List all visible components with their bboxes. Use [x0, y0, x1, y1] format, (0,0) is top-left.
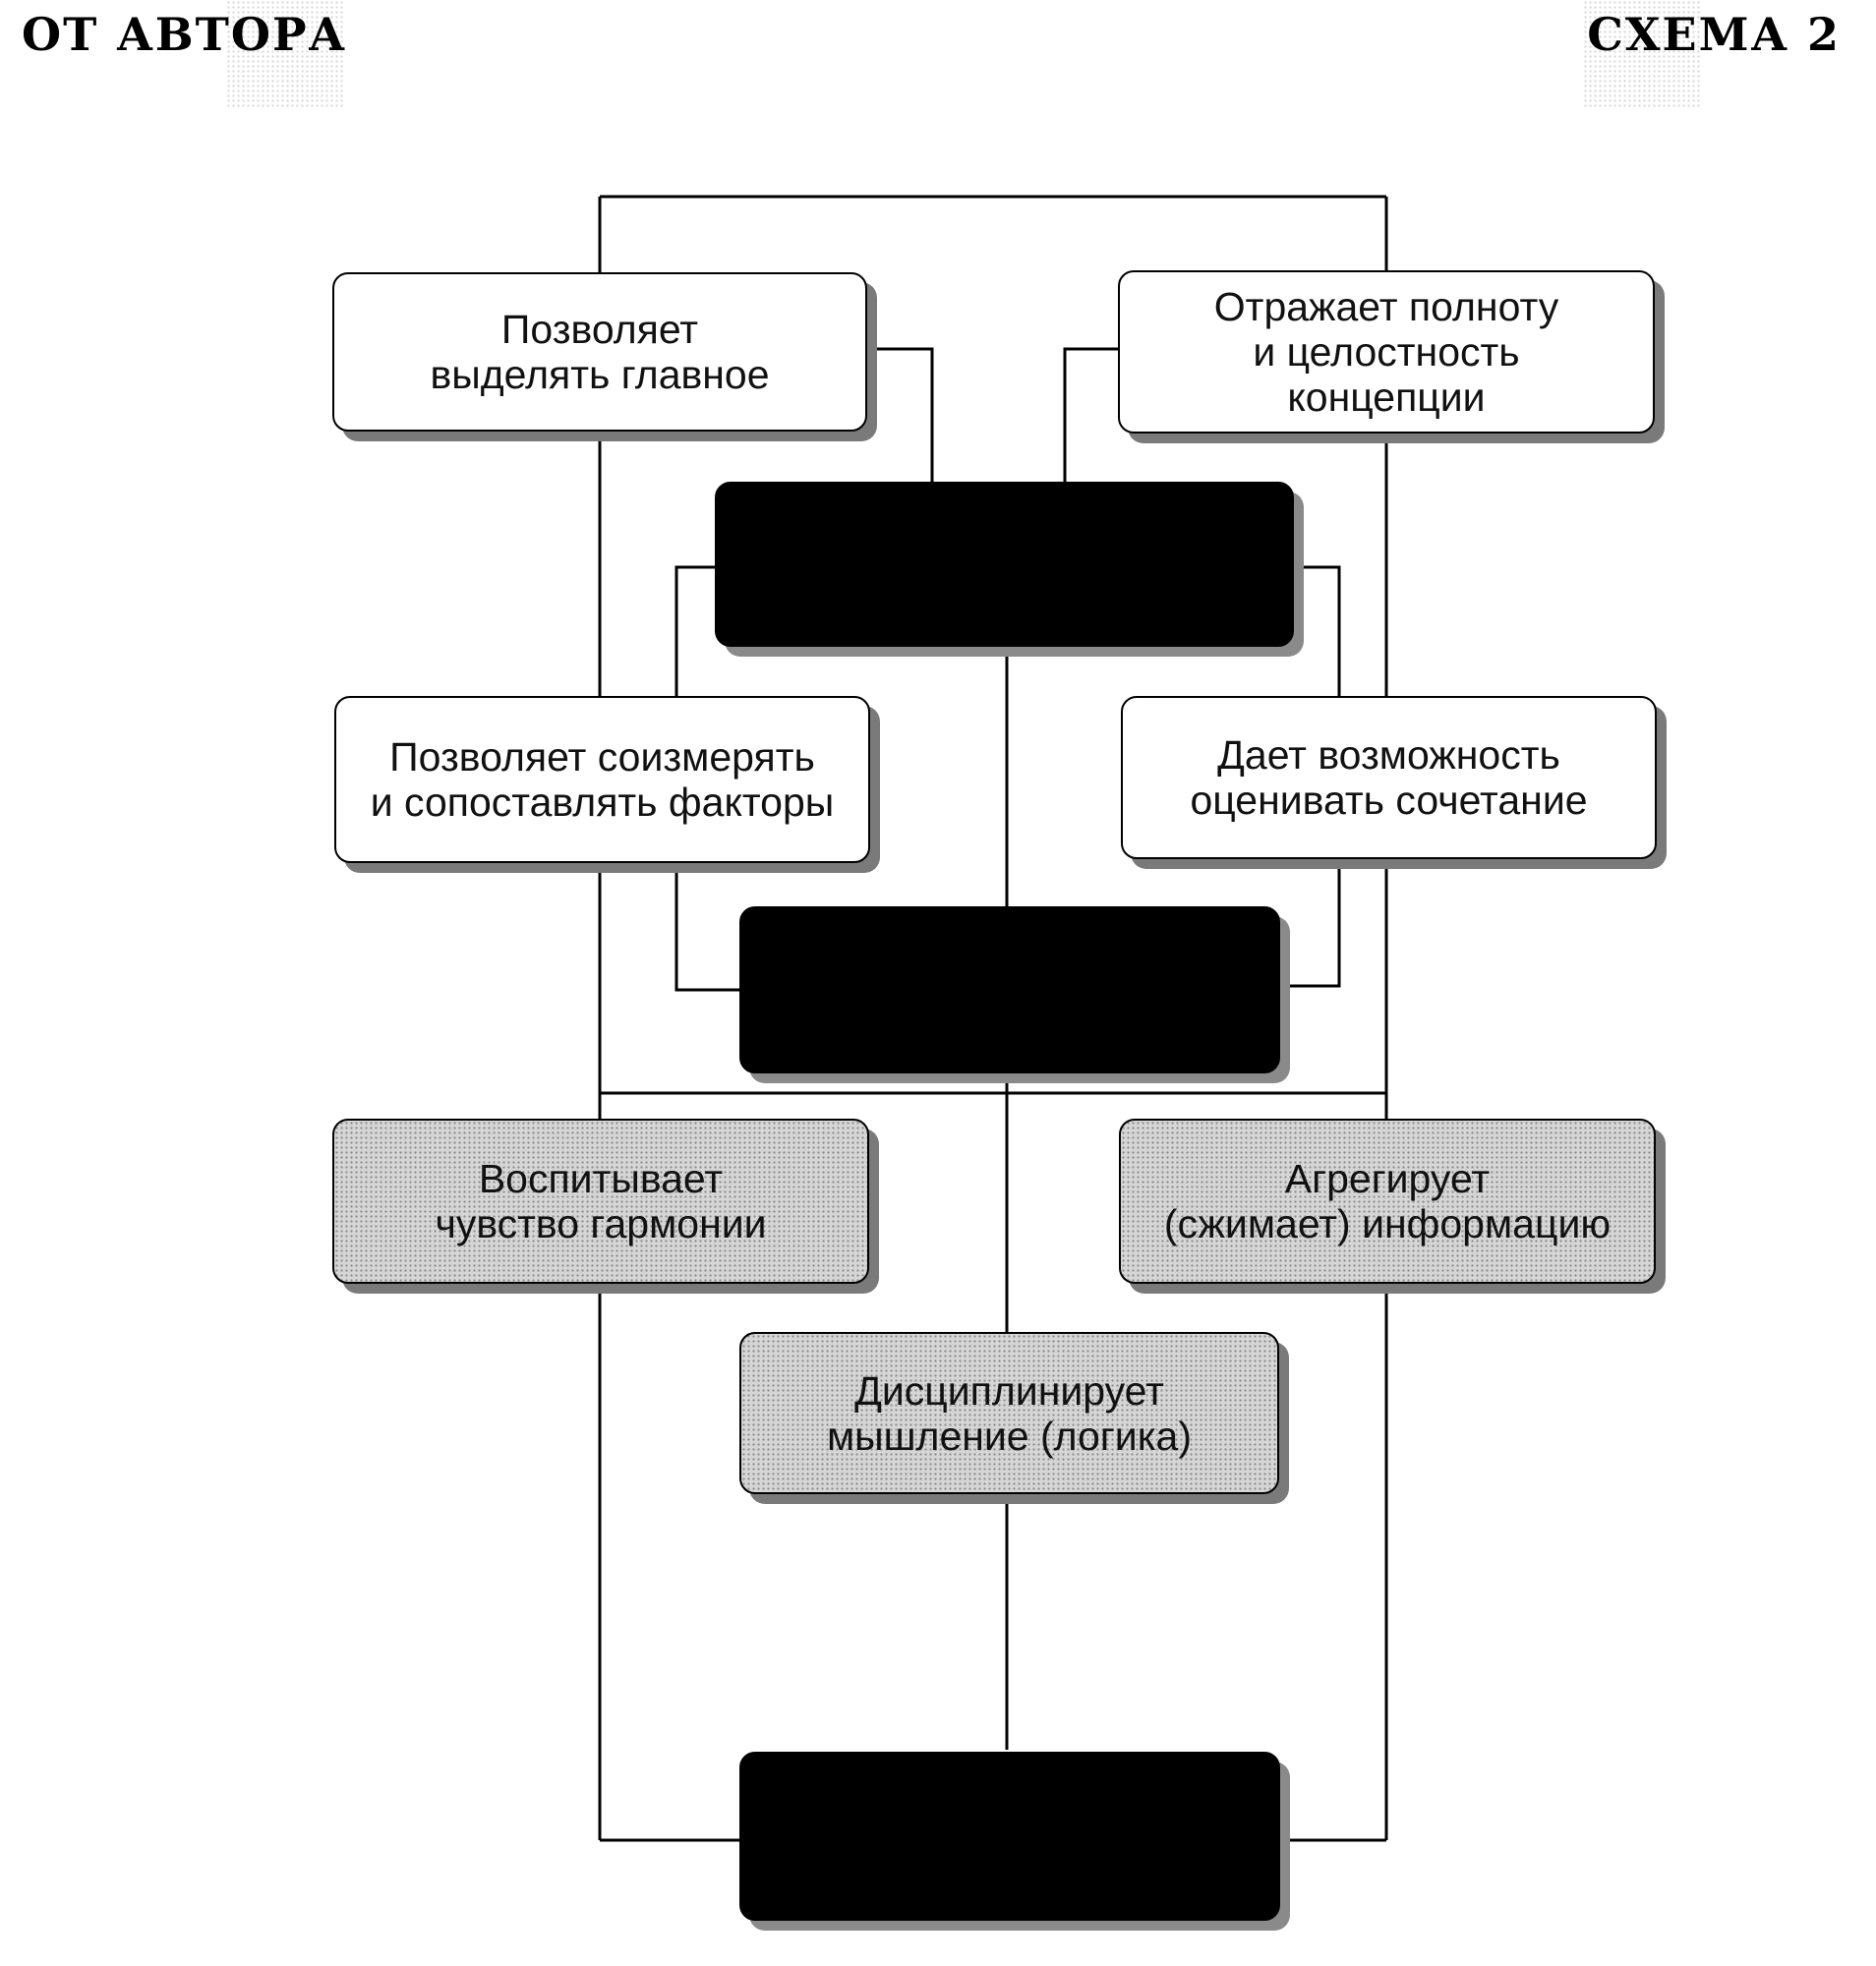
- scan-smudge: [226, 0, 344, 108]
- box-completeness: Отражает полноту и целостность концепции: [1118, 270, 1655, 434]
- box-text: Позволяет выделять главное: [430, 307, 769, 397]
- box-evaluate-combination: Дает возможность оценивать сочетание: [1121, 696, 1657, 859]
- header-right: СХЕМА 2: [1587, 8, 1841, 61]
- connector-line: [674, 863, 739, 992]
- box-line: Позволяет соизмерять: [389, 734, 815, 780]
- box-line: Отражает полноту: [1213, 284, 1559, 329]
- box-line: и целостность: [1253, 329, 1520, 375]
- black-box-middle: [739, 906, 1280, 1073]
- box-line: и сопоставлять факторы: [370, 780, 835, 825]
- box-highlight-main: Позволяет выделять главное: [332, 272, 867, 432]
- connector-line: [867, 347, 934, 482]
- box-line: Дисциплинирует: [854, 1367, 1164, 1414]
- box-compare-factors: Позволяет соизмерять и сопоставлять факт…: [334, 696, 870, 863]
- connector-line: [1063, 347, 1118, 482]
- box-aggregate-info: Агрегирует (сжимает) информацию: [1119, 1119, 1656, 1284]
- box-text: Позволяет соизмерять и сопоставлять факт…: [371, 734, 835, 825]
- box-line: (сжимает) информацию: [1163, 1201, 1612, 1246]
- scan-smudge: [1583, 0, 1701, 108]
- box-line: оценивать сочетание: [1190, 778, 1588, 823]
- box-line: Агрегирует: [1284, 1156, 1491, 1201]
- connector-line: [674, 565, 715, 696]
- box-text: Дает возможность оценивать сочетание: [1190, 732, 1587, 823]
- box-text: Отражает полноту и целостность концепции: [1214, 284, 1558, 420]
- box-text: Дисциплинирует мышление (логика): [827, 1368, 1192, 1459]
- header-left: ОТ АВТОРА: [22, 8, 348, 61]
- box-line: концепции: [1287, 375, 1486, 420]
- box-line: мышление (логика): [826, 1413, 1192, 1459]
- black-box-upper: [715, 482, 1294, 647]
- box-text: Воспитывает чувство гармонии: [435, 1156, 766, 1246]
- box-line: чувство гармонии: [435, 1201, 767, 1246]
- box-line: выделять главное: [430, 352, 770, 397]
- box-discipline-thinking: Дисциплинирует мышление (логика): [739, 1332, 1279, 1494]
- box-line: Позволяет: [500, 307, 699, 352]
- box-text: Агрегирует (сжимает) информацию: [1164, 1156, 1611, 1246]
- box-harmony: Воспитывает чувство гармонии: [332, 1119, 869, 1284]
- box-line: Воспитывает: [478, 1156, 724, 1201]
- connector-line: [1294, 565, 1341, 696]
- box-line: Дает возможность: [1217, 732, 1560, 778]
- connector-line: [1280, 863, 1341, 988]
- black-box-lower: [739, 1752, 1280, 1921]
